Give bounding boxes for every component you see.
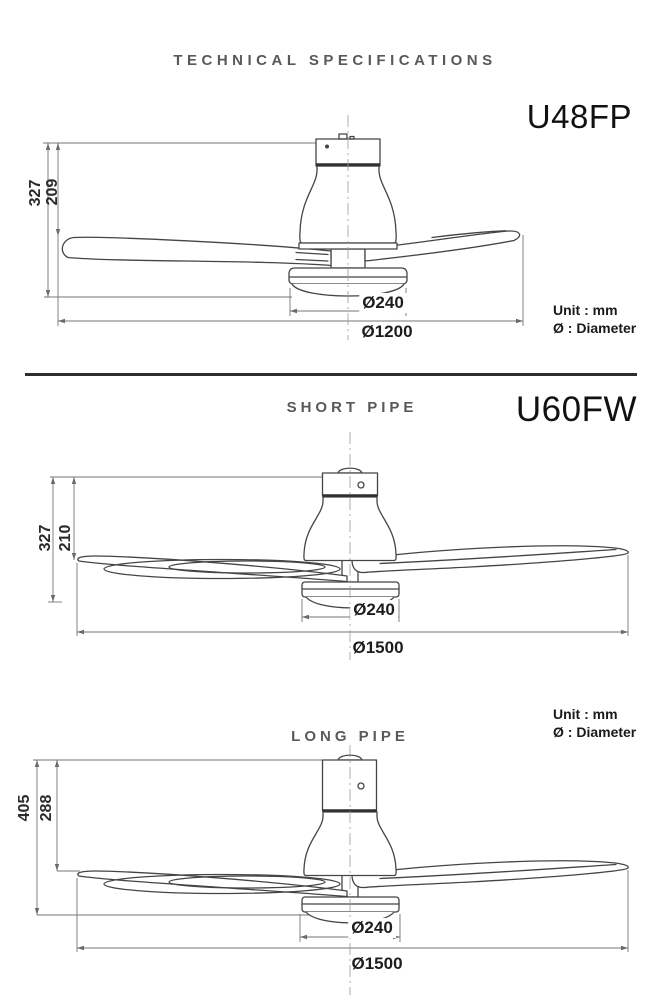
model-label-u48fp: U48FP	[526, 98, 632, 135]
u60fw-long-dim-blade-height: 288	[38, 794, 55, 822]
unit-note-line1: Unit : mm	[553, 706, 618, 722]
u60fw-long-pipe-drawing	[33, 745, 629, 995]
u60fw-long-dim-light-diameter: Ø240	[348, 918, 396, 938]
u48fp-fan-drawing	[43, 115, 524, 340]
u48fp-right-blade	[364, 230, 521, 262]
u48fp-dim-total-height: 327	[27, 179, 44, 207]
u60fw-short-dim-fan-diameter: Ø1500	[352, 638, 404, 657]
u60fw-long-dimension-lines	[33, 759, 629, 952]
long-pipe-heading: LONG PIPE	[291, 728, 409, 745]
u48fp-unit-note: Unit : mm Ø : Diameter	[553, 301, 636, 337]
short-pipe-heading: SHORT PIPE	[286, 399, 418, 416]
u48fp-dim-fan-diameter: Ø1200	[361, 322, 413, 341]
u60fw-short-dim-total-height: 327	[37, 524, 54, 552]
u48fp-left-blade	[61, 236, 332, 267]
u48fp-dim-light-diameter: Ø240	[359, 293, 407, 313]
u60fw-short-dim-blade-height: 210	[57, 524, 74, 552]
u48fp-dim-blade-height: 209	[44, 178, 61, 206]
u60fw-short-body	[77, 496, 629, 609]
u60fw-long-dim-fan-diameter: Ø1500	[351, 954, 403, 973]
unit-note-line2: Ø : Diameter	[553, 724, 637, 740]
u60fw-long-unit-note: Unit : mm Ø : Diameter	[553, 705, 636, 741]
u60fw-long-dim-total-height: 405	[16, 794, 33, 822]
u60fw-short-pipe-drawing	[48, 432, 629, 660]
unit-note-line1: Unit : mm	[553, 302, 618, 318]
unit-note-line2: Ø : Diameter	[553, 320, 637, 336]
u60fw-short-dimension-lines	[48, 476, 629, 636]
model-label-u60fw: U60FW	[515, 390, 637, 429]
u60fw-short-dim-light-diameter: Ø240	[350, 600, 398, 620]
u60fw-long-canopy	[321, 754, 378, 812]
section-divider	[25, 373, 637, 376]
u60fw-long-body	[77, 811, 629, 924]
page-title: TECHNICAL SPECIFICATIONS	[173, 52, 497, 69]
